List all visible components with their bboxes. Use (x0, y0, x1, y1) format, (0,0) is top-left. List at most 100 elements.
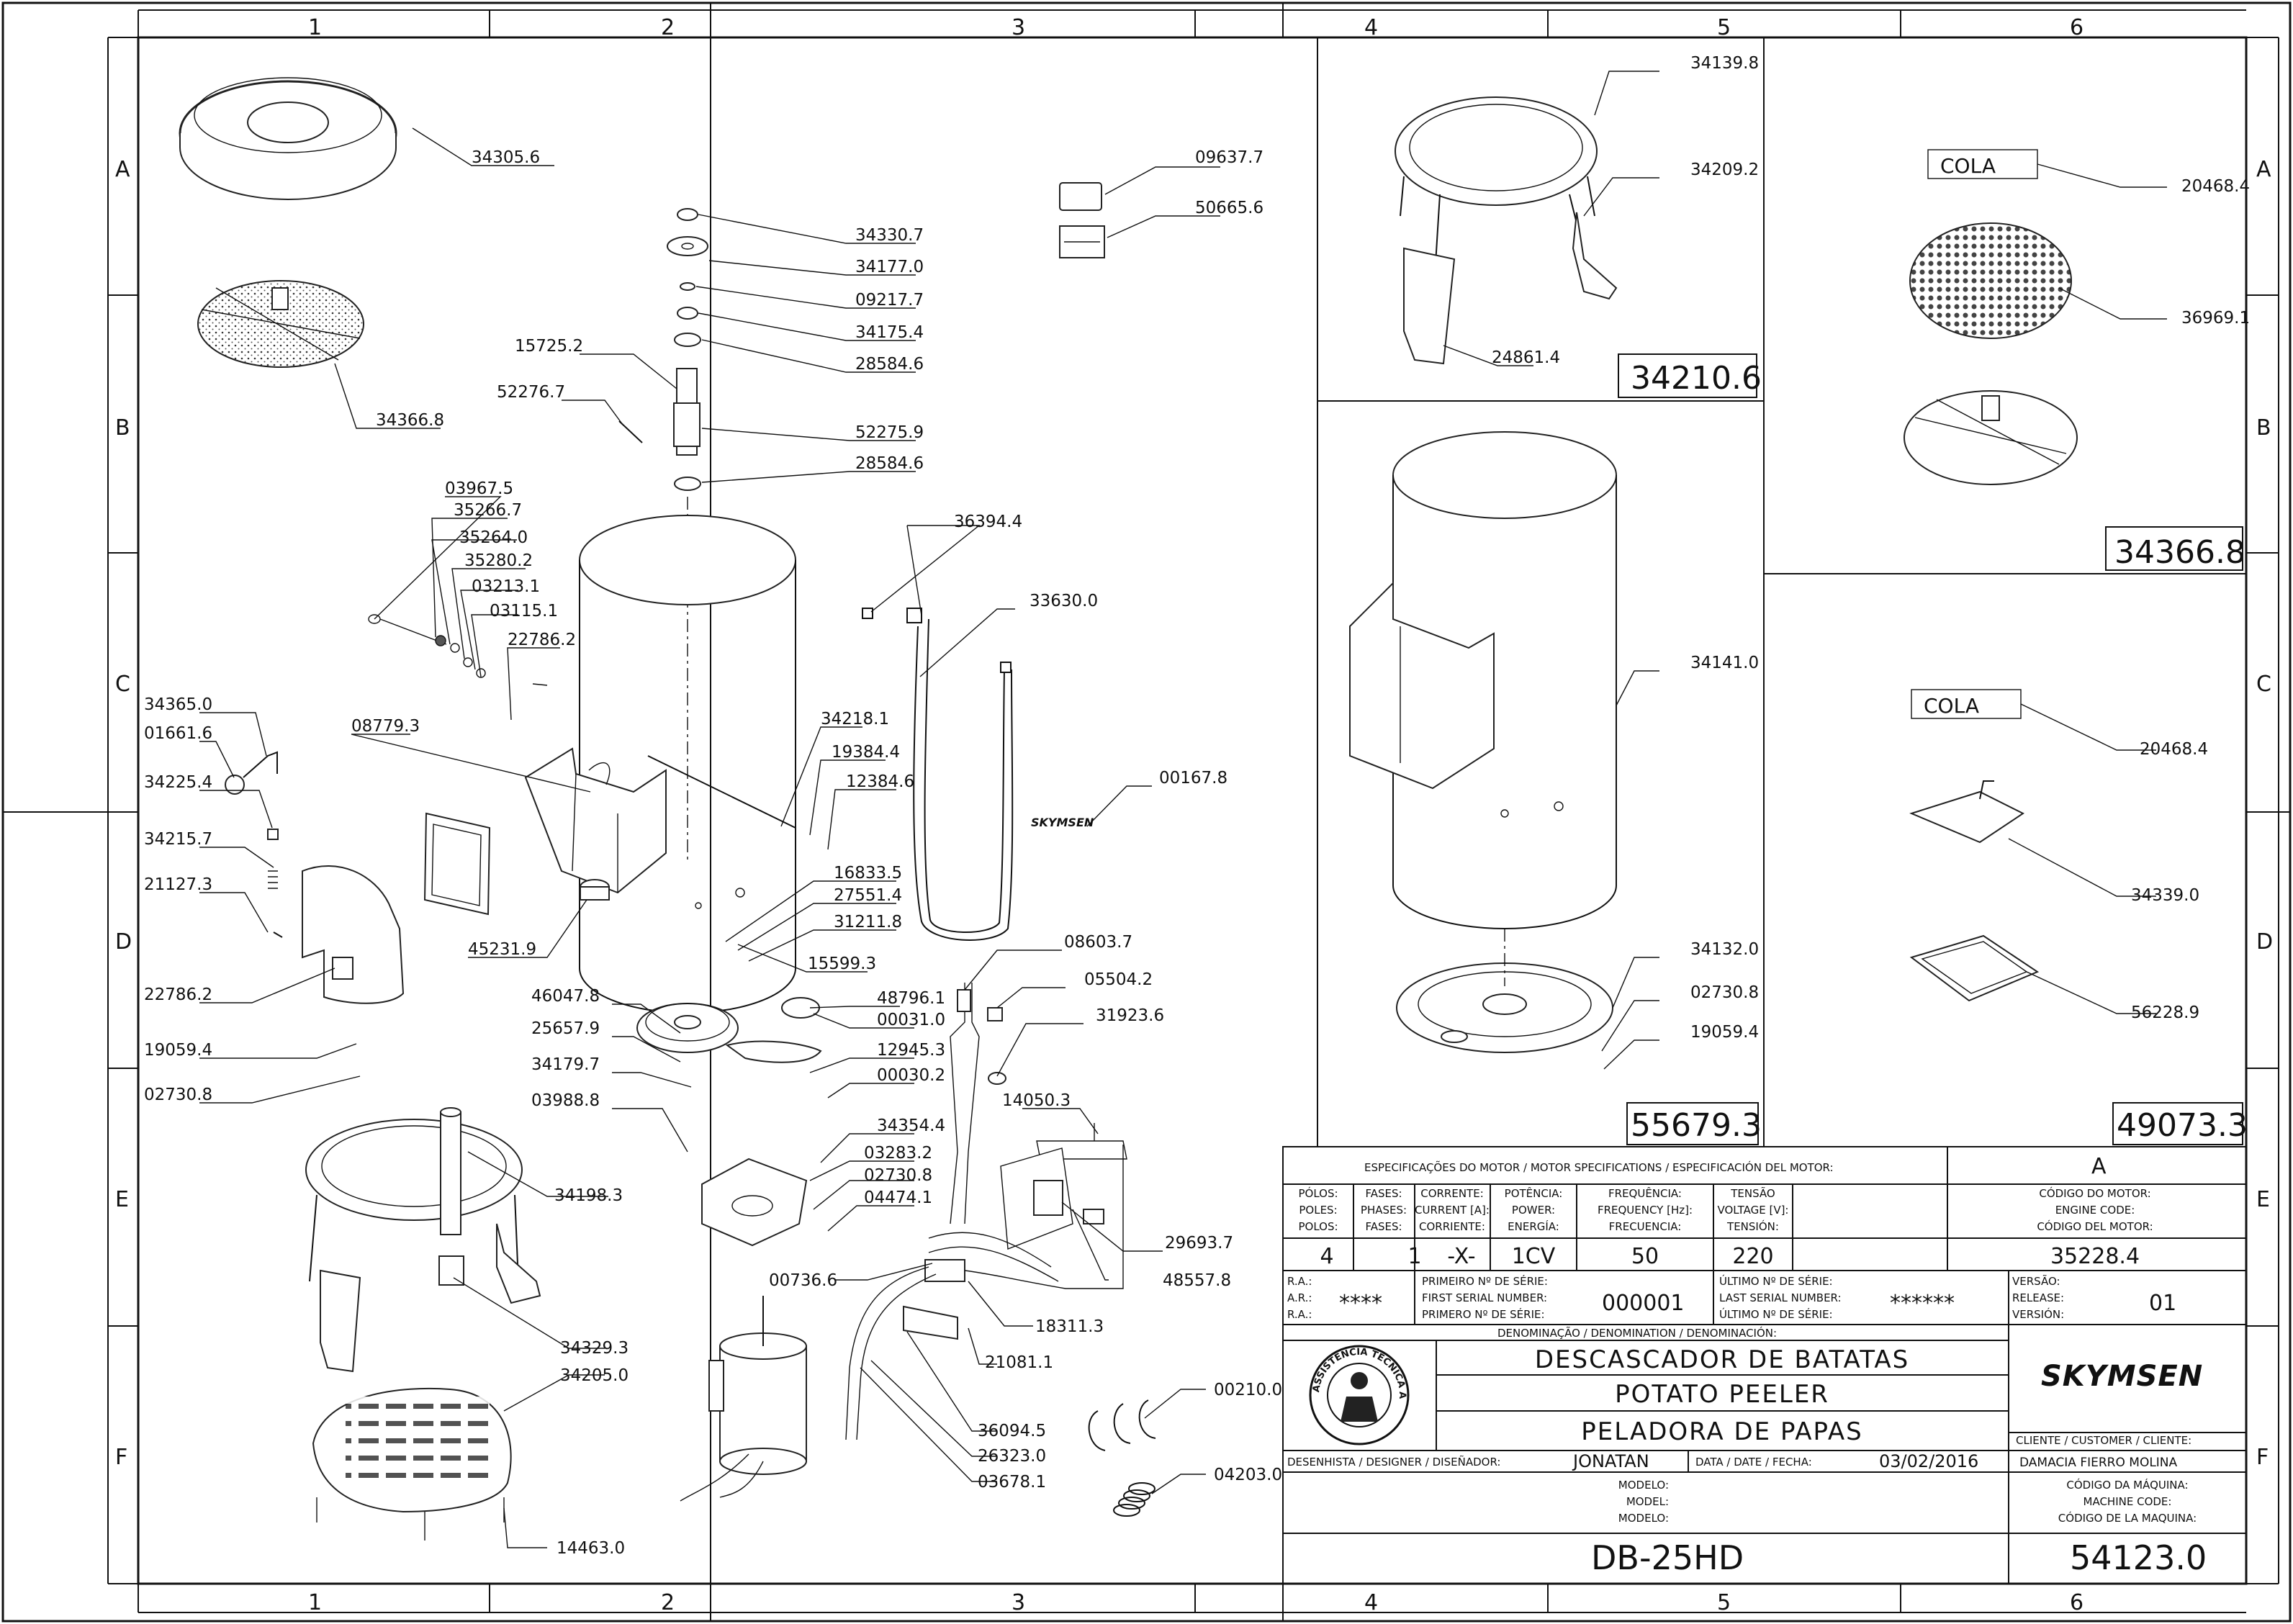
door-lever (225, 751, 283, 938)
callout-label: 36969.1 (2181, 309, 2250, 328)
callout-label: 35266.7 (454, 501, 522, 520)
clip (1138, 1399, 1156, 1439)
shaft-stack (618, 208, 708, 864)
callout-label: 34354.4 (877, 1116, 945, 1135)
callout-label: 02730.8 (1690, 983, 1759, 1002)
callout-label: 09217.7 (855, 291, 924, 310)
water-hose (862, 608, 1014, 941)
row-label: A (115, 157, 130, 182)
callout-label: 00167.8 (1159, 769, 1227, 788)
callout-label: 08779.3 (351, 717, 420, 736)
callout-label: 25657.9 (531, 1019, 600, 1038)
callout-label: 20468.4 (2140, 740, 2208, 759)
svg-text:CÓDIGO DA MÁQUINA:: CÓDIGO DA MÁQUINA: (2066, 1478, 2188, 1492)
callout-label: 36394.4 (954, 513, 1022, 531)
drive-pulley (636, 1003, 739, 1053)
peeling-drum (579, 515, 796, 1014)
row-label: B (2256, 415, 2271, 441)
callout-label: 01661.6 (144, 724, 212, 743)
model-number: DB-25HD (1591, 1538, 1744, 1577)
abrasive-disc (197, 280, 364, 368)
client-name: DAMACIA FIERRO MOLINA (2019, 1456, 2178, 1470)
callout-label: 12945.3 (877, 1041, 945, 1060)
callout-label: 34205.0 (560, 1366, 629, 1385)
svg-text:VERSIÓN:: VERSIÓN: (2012, 1307, 2064, 1321)
callout-label: 00210.0 (1214, 1381, 1282, 1399)
peeling-tank (1349, 431, 1617, 929)
ra-value: **** (1339, 1291, 1382, 1316)
assembly-number: 49073.3 (2117, 1107, 2248, 1144)
motor-current: -X- (1447, 1244, 1475, 1269)
callout-label: 19059.4 (144, 1041, 212, 1060)
col-label: 6 (2070, 15, 2083, 40)
callout-label: 14463.0 (557, 1539, 625, 1558)
discharge-chute (524, 747, 667, 894)
callout-label: 03213.1 (472, 577, 540, 596)
base-plate (312, 1387, 512, 1540)
machine-name-pt: DESCASCADOR DE BATATAS (1535, 1345, 1909, 1374)
callout-label: 20468.4 (2181, 177, 2250, 196)
tank-base (1396, 929, 1613, 1053)
svg-text:CORRIENTE:: CORRIENTE: (1419, 1220, 1485, 1233)
row-label: C (115, 672, 130, 697)
callout-label: 04474.1 (864, 1188, 932, 1207)
callout-label: 22786.2 (144, 985, 212, 1004)
brand-logo-small: SKYMSEN (1031, 816, 1094, 829)
callout-label: 12384.6 (846, 772, 914, 791)
svg-text:CORRENTE:: CORRENTE: (1420, 1187, 1484, 1200)
machine-code: 54123.0 (2070, 1538, 2207, 1577)
callout-label: 34177.0 (855, 258, 924, 276)
callout-label: 03988.8 (531, 1091, 600, 1110)
svg-text:PHASES:: PHASES: (1361, 1204, 1407, 1217)
callout-label: 02730.8 (864, 1166, 932, 1185)
row-label: F (115, 1445, 127, 1470)
callout-label: 31211.8 (834, 913, 902, 931)
motor-plate (701, 1158, 808, 1247)
first-serial: 000001 (1602, 1291, 1685, 1316)
svg-text:TENSIÓN:: TENSIÓN: (1726, 1219, 1779, 1233)
motor-poles: 4 (1320, 1244, 1333, 1269)
callout-label: 14050.3 (1002, 1091, 1071, 1110)
spring (1113, 1482, 1155, 1517)
svg-text:VOLTAGE [V]:: VOLTAGE [V]: (1718, 1204, 1789, 1217)
row-label: B (115, 415, 130, 441)
row-label: A (2256, 157, 2271, 182)
sticker (1059, 182, 1102, 211)
cola-label-top: COLA (1940, 154, 1996, 178)
col-label: 6 (2070, 1590, 2083, 1615)
abrasive-plate-right (1904, 390, 2078, 485)
callout-label: 45231.9 (468, 940, 536, 959)
callout-label: 34218.1 (821, 710, 889, 728)
assembly-numbers: 34210.6 55679.3 34366.8 49073.3 (1631, 360, 2248, 1144)
mesh-screen (1909, 222, 2072, 339)
svg-text:ÚLTIMO Nº DE SÉRIE:: ÚLTIMO Nº DE SÉRIE: (1719, 1274, 1833, 1288)
seal-plate (1909, 934, 2040, 1002)
callout-label: 15599.3 (808, 955, 876, 973)
svg-text:CÓDIGO DEL MOTOR:: CÓDIGO DEL MOTOR: (2037, 1219, 2153, 1233)
assembly-number: 34210.6 (1631, 360, 1762, 397)
door-panel (302, 865, 405, 1004)
svg-text:POLOS:: POLOS: (1298, 1220, 1338, 1233)
callout-label: 34365.0 (144, 695, 212, 714)
col-label: 3 (1012, 1590, 1025, 1615)
callout-label: 19384.4 (832, 743, 900, 762)
client-label: CLIENTE / CUSTOMER / CLIENTE: (2016, 1434, 2191, 1447)
svg-text:ENGINE CODE:: ENGINE CODE: (2055, 1204, 2135, 1217)
callout-label: 28584.6 (855, 454, 924, 473)
col-label: 1 (308, 15, 322, 40)
svg-text:PÓLOS:: PÓLOS: (1298, 1186, 1338, 1200)
door-bracket (1909, 790, 2024, 844)
svg-text:PRIMEIRO Nº DE SÉRIE:: PRIMEIRO Nº DE SÉRIE: (1422, 1274, 1548, 1288)
col-label: 1 (308, 1590, 322, 1615)
top-cover (179, 77, 397, 200)
assembly-number: 34366.8 (2114, 534, 2245, 571)
inspection-window (423, 812, 491, 916)
callout-label: 56228.9 (2131, 1003, 2199, 1022)
svg-text:LAST SERIAL NUMBER:: LAST SERIAL NUMBER: (1719, 1291, 1842, 1304)
svg-text:MODELO:: MODELO: (1618, 1512, 1669, 1525)
callout-label: 27551.4 (834, 886, 902, 905)
clip (1113, 1403, 1131, 1444)
svg-text:FIRST SERIAL NUMBER:: FIRST SERIAL NUMBER: (1422, 1291, 1547, 1304)
belt (725, 1040, 822, 1063)
